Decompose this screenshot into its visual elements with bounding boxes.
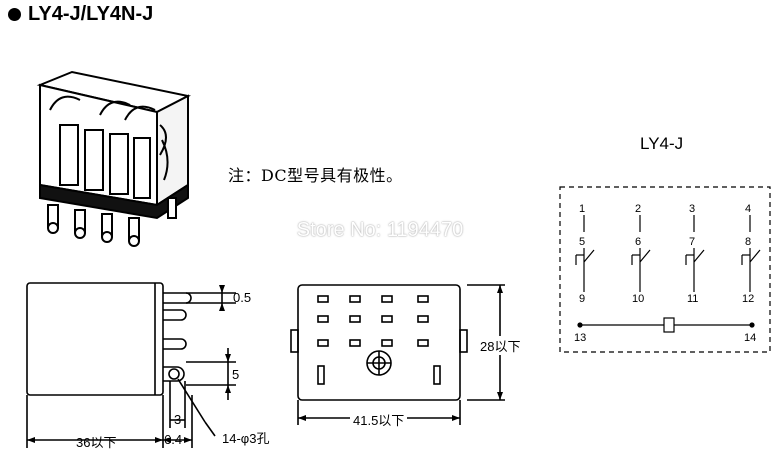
pin-label: 3 [689,203,696,215]
pin-label: 2 [635,203,642,215]
page-title-text: LY4-J/LY4N-J [28,3,154,25]
dim-pin-length: 6.4 [164,432,183,447]
pin-label: 6 [635,236,642,248]
contact-group-1 [575,215,595,292]
pin-label: 7 [689,236,696,248]
contact-group-4 [741,215,761,292]
schematic-diagram [559,186,771,353]
pin-label: 5 [579,236,586,248]
contact-group-2 [631,215,651,292]
pin-label: 1 [579,203,586,215]
schematic-title: LY4-J [640,134,684,153]
page-title: LY4-J/LY4N-J [8,3,153,26]
coil-pin-label: 13 [574,332,587,344]
bullet-icon [8,8,21,21]
pin-label: 11 [687,293,699,305]
dim-height: 28以下 [478,336,523,355]
polarity-note: 注：DC型号具有极性。 [228,166,403,185]
dim-hole-spec: 14-φ3孔 [222,431,270,446]
pin-label: 9 [579,293,586,305]
front-view-drawing [290,284,505,425]
coil-pin-label: 14 [744,332,757,344]
dim-hole-offset: 3 [174,412,182,427]
relay-3d-illustration [36,70,191,247]
pin-label: 12 [742,293,755,305]
contact-group-3 [685,215,705,292]
dim-pin-thickness: 0.5 [233,290,252,305]
pin-label: 10 [632,293,645,305]
dim-body-length: 36以下 [76,435,117,450]
pin-label: 8 [745,236,752,248]
store-watermark: Store No: 1194470 [296,218,464,241]
dim-width: 41.5以下 [350,410,408,429]
dim-pin-spacing: 5 [232,367,240,382]
side-view-drawing [26,282,236,448]
pin-label: 4 [745,203,752,215]
